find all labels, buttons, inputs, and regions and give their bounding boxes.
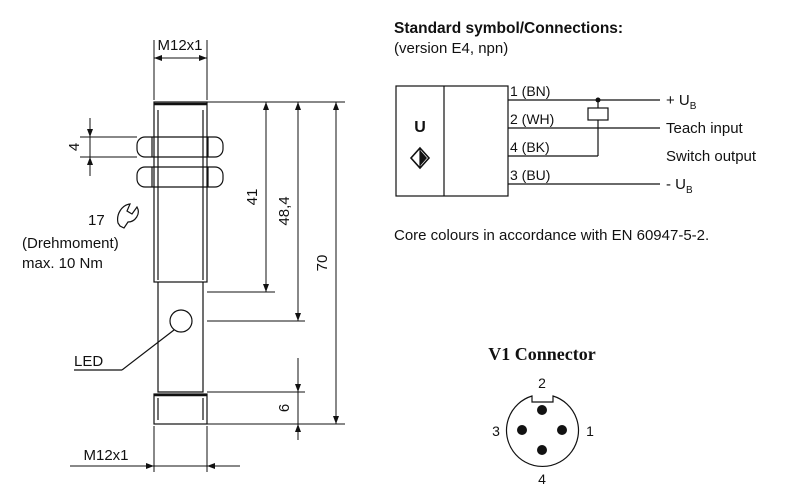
connector-pin-4 — [537, 445, 547, 455]
torque-label-line2: max. 10 Nm — [22, 255, 103, 272]
dim-48-label: 48,4 — [276, 196, 293, 225]
connector-outline — [505, 395, 580, 467]
symbol-letter: U — [414, 119, 426, 136]
arrow — [333, 416, 339, 424]
sensor-drawing: M12x1 4 17 (Drehmoment) max. 10 Nm — [22, 37, 345, 472]
dim-70-label: 70 — [314, 255, 331, 272]
connector-pin-top-label: 2 — [538, 375, 546, 391]
arrow — [295, 313, 301, 321]
wrench-icon — [117, 203, 139, 229]
led-label: LED — [74, 353, 103, 370]
arrow — [154, 55, 162, 61]
connector-thread — [153, 393, 208, 425]
sensor-symbol-box — [395, 85, 509, 197]
sensor-thread-body — [153, 101, 208, 283]
load-resistor — [587, 107, 609, 121]
connections-title: Standard symbol/Connections: — [394, 20, 623, 37]
dim-41-label: 41 — [244, 189, 261, 206]
thread-top-label: M12x1 — [157, 37, 202, 54]
arrow — [263, 284, 269, 292]
connector-pin-1 — [557, 425, 567, 435]
led-window — [169, 309, 193, 333]
connector-pin-2 — [537, 405, 547, 415]
arrow — [295, 424, 301, 432]
core-colours-note: Core colours in accordance with EN 60947… — [394, 227, 709, 244]
nut-upper — [136, 136, 224, 158]
nut-lower — [136, 166, 224, 188]
connector-title: V1 Connector — [488, 344, 595, 364]
arrow — [146, 463, 154, 469]
arrow — [333, 102, 339, 110]
pin1-label: 1 (BN) — [510, 83, 550, 99]
wrench-size-label: 17 — [88, 212, 105, 229]
connector-pin-bottom-label: 4 — [538, 471, 546, 487]
pin4-desc: Switch output — [666, 148, 757, 165]
pin3-label: 3 (BU) — [510, 167, 550, 183]
torque-label-line1: (Drehmoment) — [22, 235, 119, 252]
arrow — [87, 157, 93, 165]
pin1-desc: + UB — [666, 92, 697, 112]
v1-connector-section: V1 Connector 2 3 1 4 — [488, 344, 595, 487]
dim-4-label: 4 — [66, 143, 83, 151]
pin4-label: 4 (BK) — [510, 139, 550, 155]
arrow — [207, 463, 215, 469]
arrow — [199, 55, 207, 61]
thread-bottom-label: M12x1 — [83, 447, 128, 464]
connector-pin-3 — [517, 425, 527, 435]
diamond-fill — [420, 150, 427, 166]
arrow — [295, 384, 301, 392]
arrow — [295, 102, 301, 110]
connector-pin-left-label: 3 — [492, 423, 500, 439]
connections-subtitle: (version E4, npn) — [394, 40, 508, 57]
pin3-desc: - UB — [666, 176, 693, 196]
sensor-lower-body — [157, 282, 204, 393]
arrow — [263, 102, 269, 110]
pin2-desc: Teach input — [666, 120, 744, 137]
connector-pin-right-label: 1 — [586, 423, 594, 439]
led-leader-line — [121, 329, 175, 371]
arrow — [87, 129, 93, 137]
dim-6-label: 6 — [276, 404, 293, 412]
connections-section: Standard symbol/Connections: (version E4… — [394, 20, 757, 244]
junction-dot — [595, 97, 601, 103]
pin2-label: 2 (WH) — [510, 111, 554, 127]
